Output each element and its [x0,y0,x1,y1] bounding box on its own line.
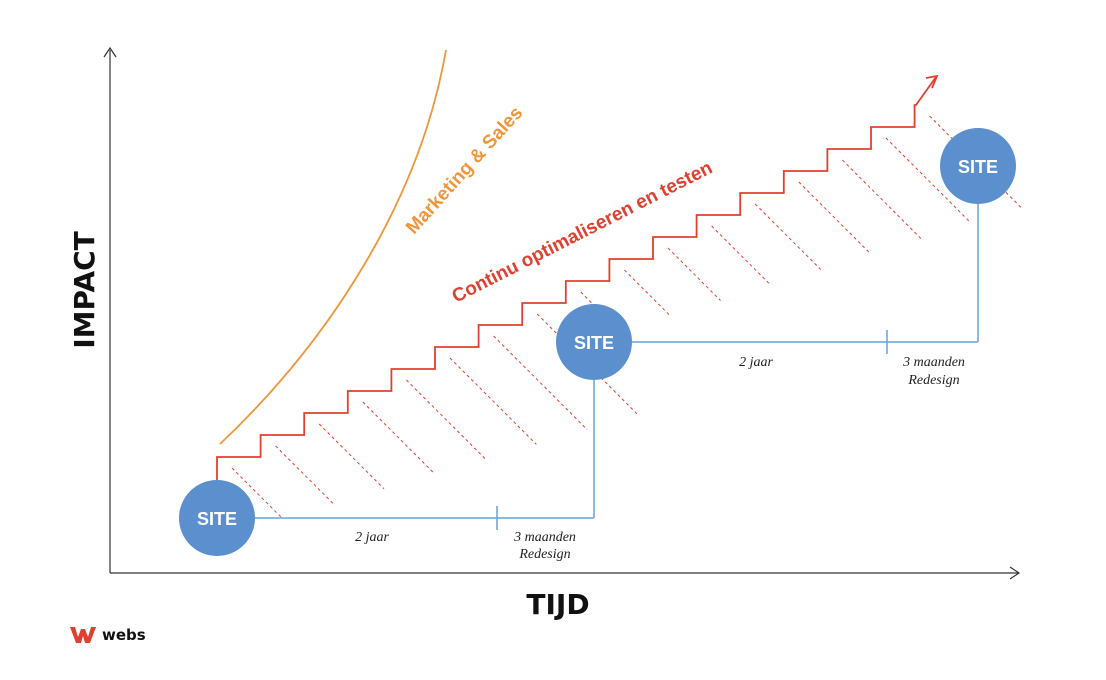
hatch-line [362,401,436,475]
optimization-staircase [216,76,937,480]
site-circle [556,304,632,380]
hatch-line [449,357,537,445]
site-timeline [254,204,979,530]
site-node-2: SITE [556,304,632,380]
webs-logo-icon [70,627,96,643]
hatch-line [754,203,822,270]
optimization-hatching [231,115,1022,519]
brand-logo: webs [70,626,146,644]
site-node-3: SITE [940,128,1016,204]
hatch-line [885,137,972,224]
optimization-label: Continu optimaliseren en testen [449,157,716,307]
site-circle [940,128,1016,204]
axes [103,46,1021,580]
hatch-line [842,159,922,239]
hatch-line [493,335,588,430]
y-axis-label: IMPACT [68,231,101,349]
redesign-duration-2: 3 maanden [902,355,965,370]
x-axis-label: TIJD [526,588,589,621]
redesign-duration-1: 3 maanden [513,530,576,545]
redesign-label-1: Redesign [518,547,570,562]
period-label-1: 2 jaar [355,530,389,545]
hatch-line [711,225,771,286]
site-circle [179,480,255,556]
staircase-arrow-icon [925,74,939,89]
x-axis-arrow-icon [1009,566,1021,580]
site-label: SITE [197,509,237,529]
hatch-line [406,379,486,460]
period-label-2: 2 jaar [739,355,773,370]
site-label: SITE [574,333,614,353]
hatch-line [624,269,671,317]
marketing-label: Marketing & Sales [402,103,527,239]
brand-name: webs [102,626,146,644]
redesign-label-2: Redesign [907,373,959,388]
hatch-line [798,181,872,255]
y-axis-arrow-icon [103,46,117,58]
site-label: SITE [958,157,998,177]
marketing-curve [219,49,447,445]
hatch-line [667,247,721,301]
hatch-line [318,423,385,490]
hatch-line [275,445,334,504]
site-node-1: SITE [179,480,255,556]
